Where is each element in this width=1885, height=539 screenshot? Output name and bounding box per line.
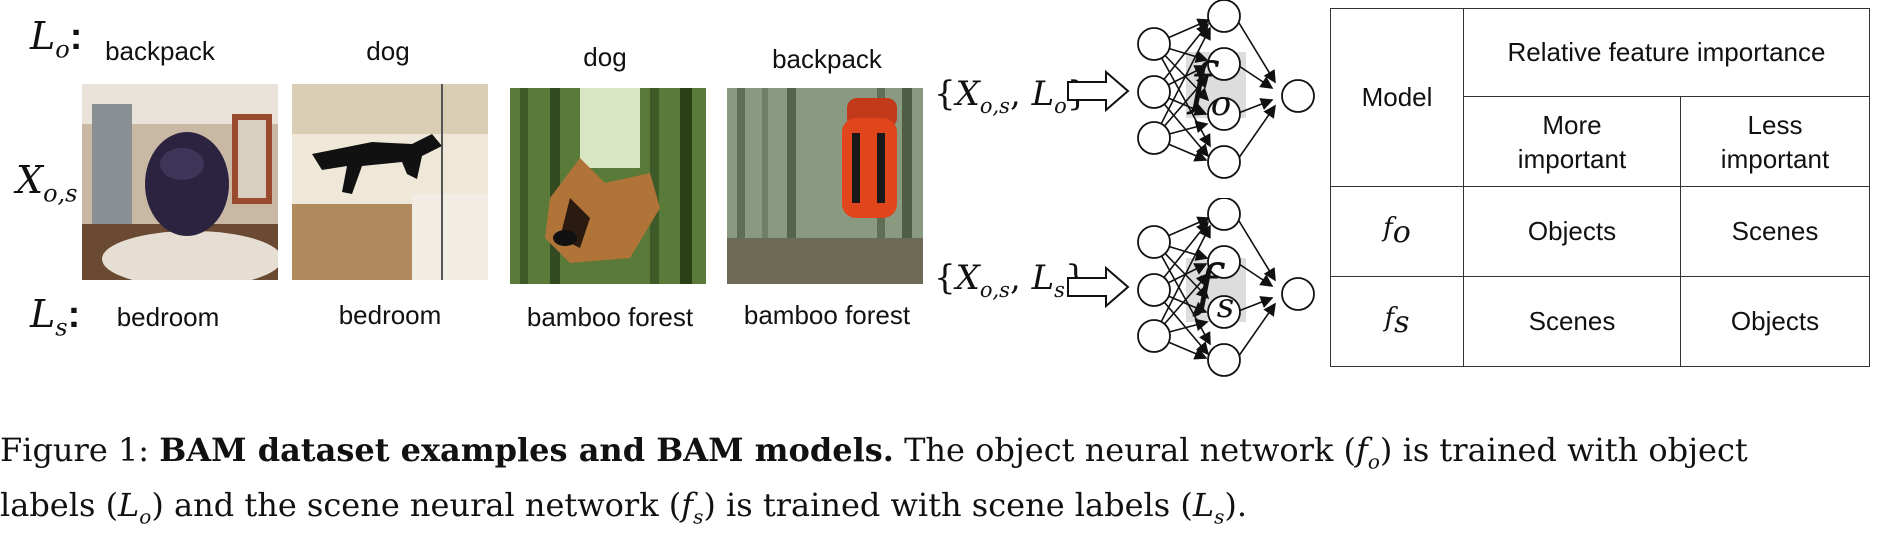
less-important-cell: Scenes <box>1680 186 1870 277</box>
object-label-3: dog <box>583 42 627 72</box>
figure-caption: Figure 1: BAM dataset examples and BAM m… <box>0 428 1885 539</box>
table-row: fo Objects Scenes <box>1330 186 1870 277</box>
object-network-label: fo <box>1190 52 1232 125</box>
object-label-2: dog <box>366 36 410 66</box>
table-row: fs Scenes Objects <box>1330 276 1870 367</box>
caption-line-1: Figure 1: BAM dataset examples and BAM m… <box>0 431 1748 474</box>
object-label-row-header: Lo: <box>30 14 83 64</box>
scene-label-2: bedroom <box>338 300 442 330</box>
scene-label-3: bamboo forest <box>526 302 694 332</box>
scene-input-set-label: {Xo,s, Ls} <box>934 258 1087 302</box>
object-label-4: backpack <box>772 44 882 74</box>
caption-line-2: labels (Lo) and the scene neural network… <box>0 486 1248 529</box>
model-cell: fo <box>1330 186 1464 277</box>
scene-label-1: bedroom <box>116 302 220 332</box>
object-input-arrow <box>1067 70 1130 112</box>
scene-network-label: fs <box>1196 254 1235 327</box>
model-header: Model <box>1330 8 1464 187</box>
scene-neural-network <box>1137 198 1315 377</box>
scene-input-arrow <box>1067 266 1130 308</box>
bamboo-forest-backpack-image <box>727 88 923 284</box>
bedroom-dog-image <box>292 84 488 280</box>
bedroom-backpack-image <box>82 84 278 280</box>
object-neural-network <box>1137 0 1315 179</box>
bamboo-forest-dog-image <box>510 88 706 284</box>
scene-label-row-header: Ls: <box>30 292 81 342</box>
model-cell: fs <box>1330 276 1464 367</box>
more-important-cell: Scenes <box>1463 276 1681 367</box>
relative-importance-header: Relative feature importance <box>1463 8 1870 97</box>
object-label-1: backpack <box>105 36 215 66</box>
scene-label-4: bamboo forest <box>743 300 911 330</box>
less-important-cell: Objects <box>1680 276 1870 367</box>
more-important-cell: Objects <box>1463 186 1681 277</box>
input-row-header: Xo,s <box>16 158 78 208</box>
